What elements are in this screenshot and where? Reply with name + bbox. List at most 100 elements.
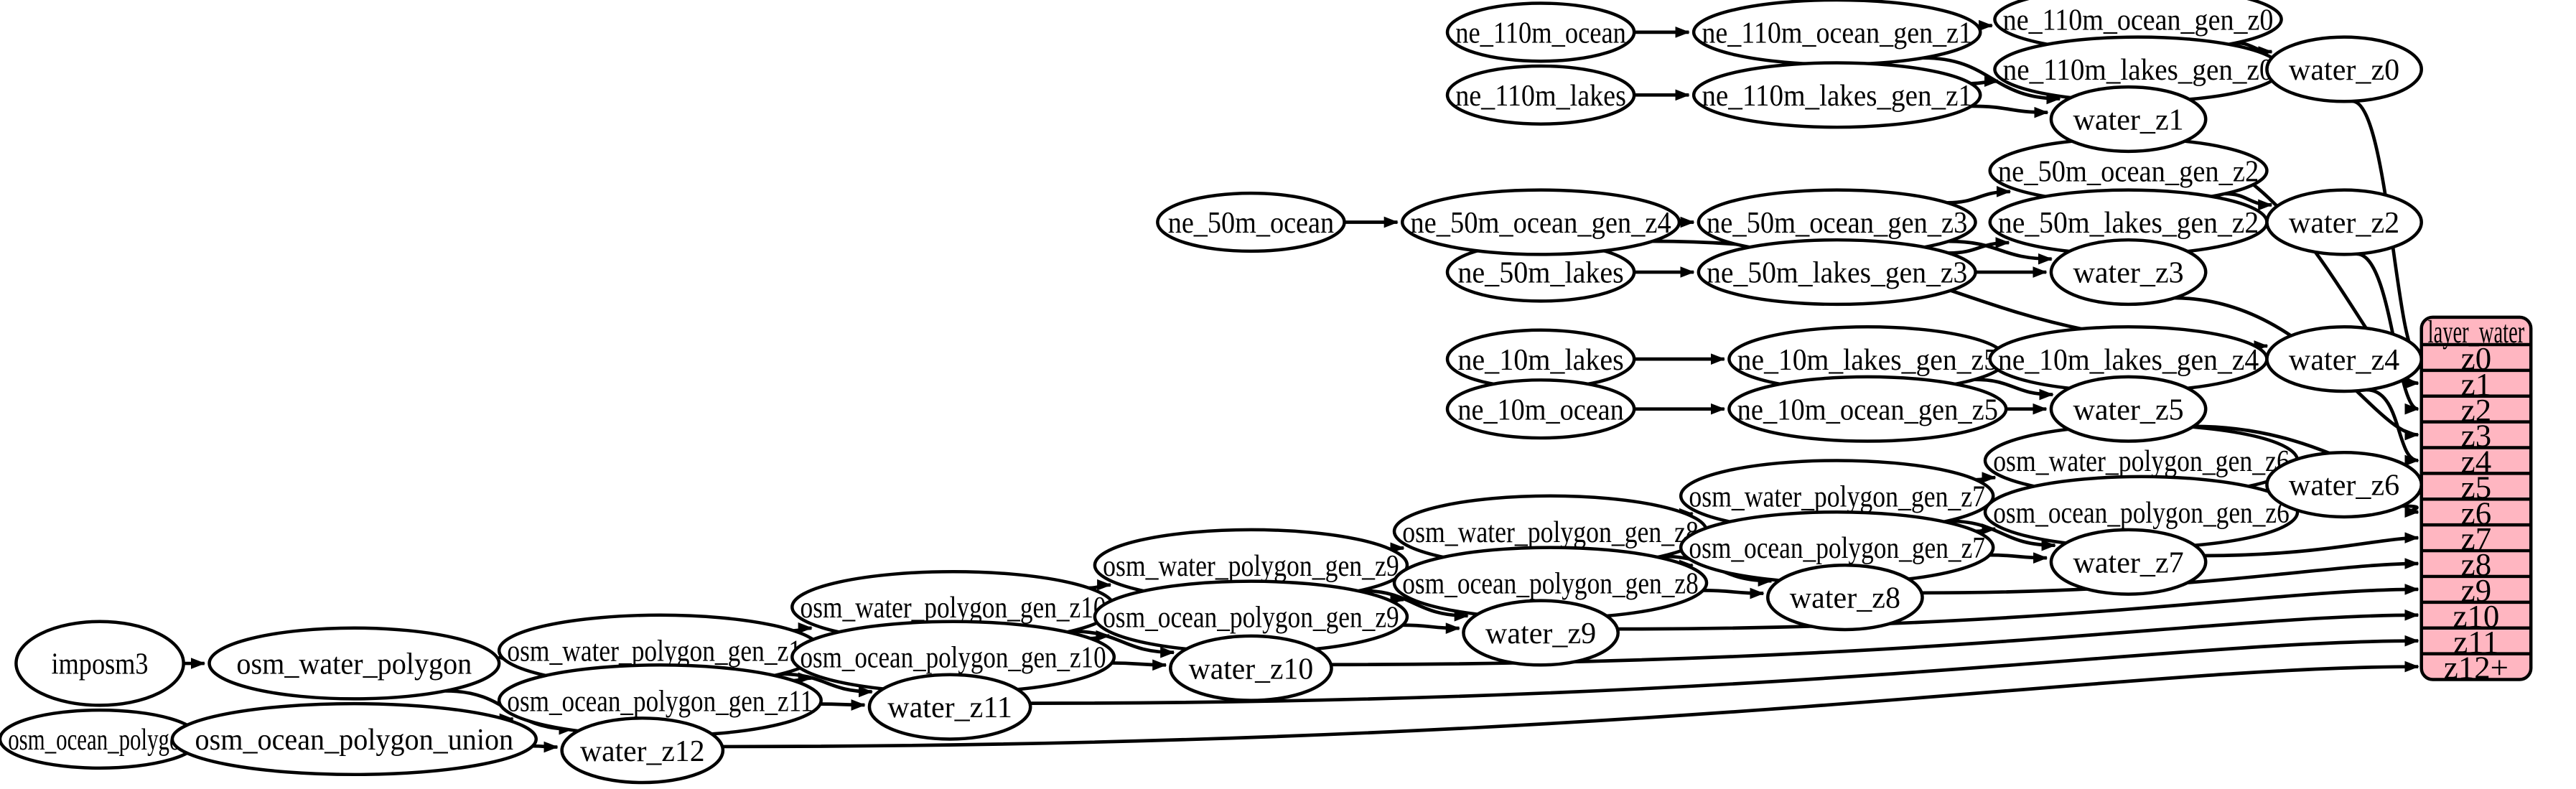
node-label: ne_110m_ocean xyxy=(1455,16,1626,50)
node-ellipse xyxy=(2049,528,2208,596)
graph-node[interactable]: water_z1 xyxy=(2049,85,2208,154)
node-label: ne_110m_ocean_gen_z0 xyxy=(2003,4,2274,37)
node-label: osm_water_polygon_gen_z10 xyxy=(801,591,1106,625)
graph-node[interactable]: ne_50m_ocean xyxy=(1156,191,1346,253)
node-label: ne_50m_lakes xyxy=(1457,256,1623,290)
node-label: water_z11 xyxy=(887,691,1012,724)
graph-node[interactable]: water_z11 xyxy=(867,673,1032,741)
graph-node[interactable]: ne_110m_lakes xyxy=(1445,64,1636,126)
graph-node[interactable]: osm_ocean_polygon_gen_z9 xyxy=(1093,579,1409,654)
node-label: ne_50m_lakes_gen_z3 xyxy=(1707,256,1967,290)
graph-edge xyxy=(2225,192,2273,211)
graph-edge xyxy=(1402,622,1460,634)
graph-node[interactable]: osm_ocean_polygon_gen_z11 xyxy=(497,663,823,738)
graph-node[interactable]: osm_water_polygon_gen_z7 xyxy=(1679,459,1995,533)
graph-node[interactable]: ne_110m_lakes_gen_z0 xyxy=(1993,35,2283,103)
node-label: osm_ocean_polygon_gen_z10 xyxy=(801,641,1106,675)
graph-node[interactable]: ne_50m_ocean_gen_z3 xyxy=(1697,188,1977,256)
graph-edge xyxy=(1948,239,2053,265)
node-layer: imposm3 osm_ocean_polygon osm_water_polygo… xyxy=(0,0,2423,785)
node-label: ne_110m_lakes_gen_z0 xyxy=(2003,53,2274,87)
graph-edge xyxy=(780,672,873,698)
graph-node[interactable]: osm_ocean_polygon_gen_z7 xyxy=(1679,510,1995,585)
node-label: water_z4 xyxy=(2289,343,2399,377)
node-label: osm_ocean_polygon xyxy=(8,723,192,757)
node-label: ne_50m_lakes_gen_z2 xyxy=(1998,206,2259,240)
graph-node[interactable]: ne_110m_ocean_gen_z1 xyxy=(1691,0,1982,66)
node-label: ne_10m_ocean_gen_z5 xyxy=(1737,393,1998,426)
graph-node[interactable]: water_z3 xyxy=(2049,238,2208,307)
node-ellipse xyxy=(2049,85,2208,154)
graph-node[interactable]: ne_50m_lakes_gen_z2 xyxy=(1988,188,2269,256)
graph-node[interactable]: osm_ocean_polygon_gen_z10 xyxy=(790,620,1116,694)
graph-node[interactable]: water_z0 xyxy=(2265,35,2423,103)
node-label: osm_water_polygon_gen_z7 xyxy=(1689,480,1985,513)
node-ellipse xyxy=(2265,188,2423,256)
graph-edge xyxy=(1703,587,1765,599)
graph-node[interactable]: osm_ocean_polygon_gen_z8 xyxy=(1392,546,1709,620)
node-ellipse xyxy=(1156,191,1346,253)
graph-node[interactable]: ne_10m_lakes_gen_z5 xyxy=(1727,325,2008,393)
node-ellipse xyxy=(560,716,725,785)
node-label: osm_ocean_polygon_gen_z9 xyxy=(1103,601,1399,635)
graph-node[interactable]: ne_10m_ocean_gen_z5 xyxy=(1727,375,2008,443)
graph-node[interactable]: water_z2 xyxy=(2265,188,2423,256)
node-ellipse xyxy=(1169,634,1333,702)
graph-edge xyxy=(532,741,559,753)
graph-edge-to-layer-row xyxy=(1617,584,2419,631)
graph-node[interactable]: water_z5 xyxy=(2049,375,2208,443)
node-label: osm_water_polygon_gen_z8 xyxy=(1402,515,1699,549)
node-label: ne_10m_lakes xyxy=(1457,343,1623,377)
graph-node[interactable]: water_z12 xyxy=(560,716,725,785)
node-label: ne_110m_ocean_gen_z1 xyxy=(1702,16,1972,50)
graph-node[interactable]: water_z6 xyxy=(2265,451,2423,519)
graph-edge-to-layer-row xyxy=(722,660,2419,749)
graph-node[interactable]: imposm3 xyxy=(14,620,185,707)
node-label: osm_ocean_polygon_gen_z8 xyxy=(1402,567,1699,601)
graph-node[interactable]: water_z4 xyxy=(2265,325,2423,393)
node-label: osm_water_polygon xyxy=(236,648,472,681)
graph-node[interactable]: osm_water_polygon_gen_z8 xyxy=(1392,494,1709,569)
node-label: water_z2 xyxy=(2289,206,2399,240)
graph-edge xyxy=(1977,19,1994,32)
graph-node[interactable]: ne_10m_ocean xyxy=(1445,378,1636,440)
graph-node[interactable]: osm_ocean_polygon xyxy=(0,708,202,770)
node-label: ne_10m_lakes_gen_z4 xyxy=(1998,343,2259,377)
graph-edge xyxy=(1070,629,1175,658)
node-label: osm_ocean_polygon_gen_z11 xyxy=(507,684,813,718)
node-label: water_z8 xyxy=(1790,582,1900,615)
graph-node[interactable]: ne_50m_ocean_gen_z4 xyxy=(1400,188,1681,256)
node-label: ne_50m_ocean_gen_z3 xyxy=(1707,206,1967,240)
layer-water-table[interactable]: layer_waterz0z1z2z3z4z5z6z7z8z9z10z11z12… xyxy=(2419,314,2533,686)
graph-node[interactable]: osm_ocean_polygon_union xyxy=(170,701,538,777)
node-ellipse xyxy=(1697,238,1977,307)
graph-edge-to-layer-row xyxy=(2402,504,2419,518)
graph-node[interactable]: ne_110m_ocean_gen_z0 xyxy=(1993,0,2283,54)
node-label: ne_110m_lakes xyxy=(1455,79,1626,113)
graph-node[interactable]: water_z9 xyxy=(1462,599,1620,667)
layer-water-row[interactable]: z12+ xyxy=(2422,650,2531,686)
graph-node[interactable]: ne_110m_lakes_gen_z1 xyxy=(1691,61,1982,129)
node-label: water_z12 xyxy=(580,734,705,768)
graph-node[interactable]: osm_ocean_polygon_gen_z6 xyxy=(1983,475,2300,549)
graph-edge xyxy=(1989,552,2048,564)
layer-water-row-label: z12+ xyxy=(2444,650,2509,686)
node-ellipse xyxy=(170,701,538,777)
graph-node[interactable]: water_z8 xyxy=(1766,564,1924,632)
node-label: water_z0 xyxy=(2289,53,2399,87)
graph-node[interactable]: ne_50m_lakes_gen_z3 xyxy=(1697,238,1977,307)
graph-node[interactable]: ne_110m_ocean xyxy=(1445,1,1636,63)
node-label: ne_10m_lakes_gen_z5 xyxy=(1737,343,1998,377)
graph-edge xyxy=(1971,104,2049,118)
graph-node[interactable]: ne_10m_lakes xyxy=(1445,328,1636,390)
graph-edge xyxy=(1111,659,1167,671)
graph-node[interactable]: water_z7 xyxy=(2049,528,2208,596)
node-label: water_z5 xyxy=(2073,393,2183,426)
node-ellipse xyxy=(207,626,501,701)
graph-node[interactable]: water_z10 xyxy=(1169,634,1333,702)
node-ellipse xyxy=(2265,35,2423,103)
node-ellipse xyxy=(1766,564,1924,632)
graph-node[interactable]: osm_water_polygon xyxy=(207,626,501,701)
